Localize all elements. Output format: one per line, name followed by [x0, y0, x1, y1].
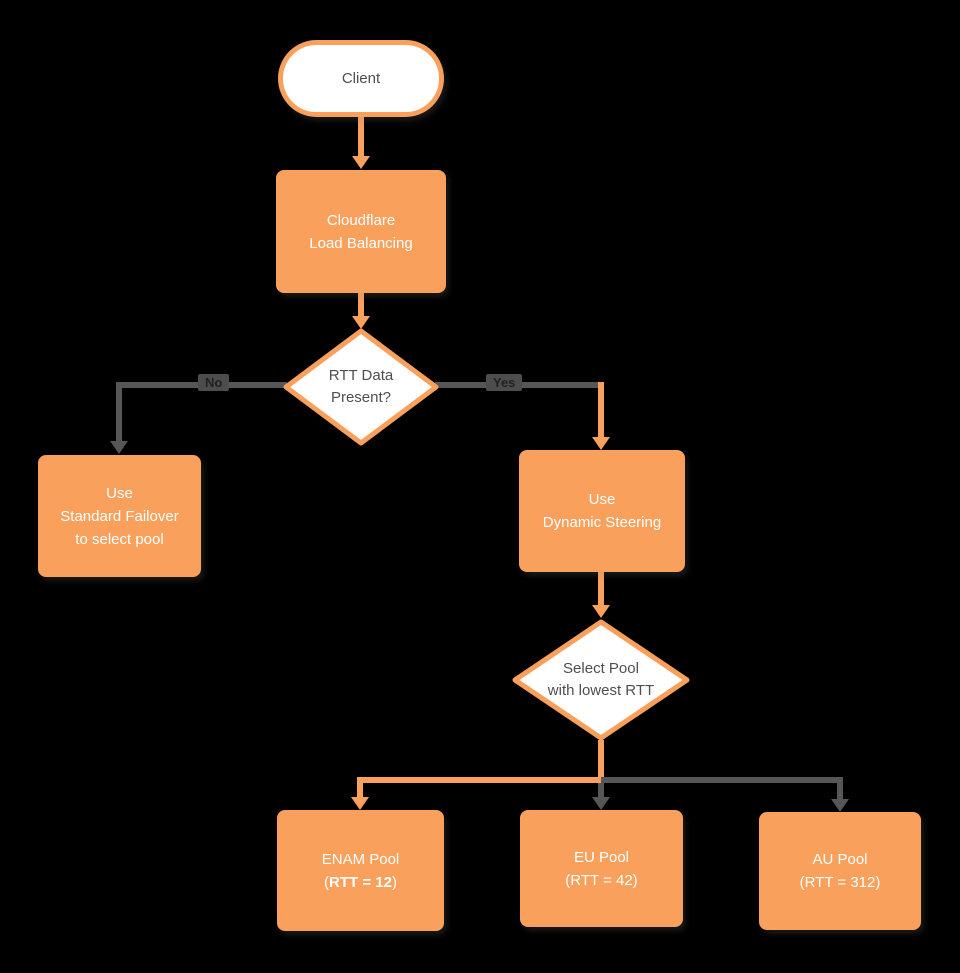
- node-load-balancing: Cloudflare Load Balancing: [276, 170, 446, 293]
- connector-dynamicsteering-to-selectpool: [598, 572, 604, 607]
- node-standard-failover-line1: Use: [106, 484, 133, 502]
- connector-client-to-loadbalancing: [358, 116, 364, 158]
- connector-to-enam: [357, 777, 363, 799]
- connector-to-eu: [598, 783, 604, 799]
- node-dynamic-steering-line2: Dynamic Steering: [542, 514, 662, 531]
- select-pool-diamond-shape: [512, 619, 690, 741]
- edge-label-yes: Yes: [486, 374, 523, 391]
- node-select-pool-text: Select Pool with lowest RTT: [512, 619, 690, 741]
- arrowhead-into-standard-failover: [110, 441, 128, 454]
- node-enam-pool: ENAM Pool (RTT = 12): [277, 810, 444, 931]
- node-select-pool-line1: Select Pool: [563, 660, 639, 677]
- connector-loadbalancing-to-rtt: [358, 293, 364, 318]
- connector-selectpool-down: [598, 740, 604, 783]
- node-au-pool-line2: (RTT = 312): [799, 874, 881, 891]
- connector-no-vertical: [116, 382, 122, 442]
- node-select-pool-line2: with lowest RTT: [547, 682, 655, 699]
- node-enam-pool-rtt-close: ): [391, 873, 397, 891]
- connector-split-left: [357, 777, 604, 783]
- node-load-balancing-line1: Cloudflare: [326, 211, 396, 229]
- node-enam-pool-rtt-open: (: [324, 873, 330, 891]
- node-rtt-decision-text: RTT Data Present?: [283, 328, 439, 446]
- node-au-pool: AU Pool (RTT = 312): [759, 812, 921, 930]
- connector-to-au: [837, 777, 843, 800]
- node-load-balancing-line2: Load Balancing: [309, 234, 413, 252]
- node-standard-failover-line3: to select pool: [75, 530, 164, 548]
- node-dynamic-steering-line1: Use: [588, 491, 616, 508]
- node-rtt-decision-line2: Present?: [330, 389, 392, 406]
- node-enam-pool-line2: (RTT = 12): [324, 871, 397, 894]
- node-eu-pool-line2: (RTT = 42): [565, 871, 638, 889]
- rtt-decision-diamond-shape: [283, 328, 439, 446]
- node-standard-failover: Use Standard Failover to select pool: [38, 455, 201, 577]
- arrowhead-into-dynamic-steering: [592, 437, 610, 450]
- node-select-pool: Select Pool with lowest RTT: [512, 619, 690, 741]
- node-dynamic-steering: Use Dynamic Steering: [519, 450, 685, 572]
- node-client-label: Client: [341, 70, 381, 87]
- edge-label-no: No: [198, 374, 230, 391]
- arrowhead-into-loadbalancing: [352, 156, 370, 169]
- connector-split-right: [601, 777, 843, 783]
- node-eu-pool-line1: EU Pool: [573, 848, 630, 866]
- node-rtt-decision: RTT Data Present?: [283, 328, 439, 446]
- node-rtt-decision-line1: RTT Data: [328, 367, 394, 384]
- arrowhead-into-enam-pool: [351, 797, 369, 810]
- node-eu-pool: EU Pool (RTT = 42): [520, 810, 683, 927]
- node-client: Client: [278, 40, 444, 117]
- node-enam-pool-line1: ENAM Pool: [321, 850, 400, 868]
- connector-yes-vertical: [598, 382, 604, 438]
- node-au-pool-line1: AU Pool: [812, 851, 868, 868]
- arrowhead-into-au-pool: [831, 799, 849, 812]
- arrowhead-into-rtt-decision: [352, 316, 370, 329]
- node-enam-pool-rtt-value: RTT = 12: [329, 873, 392, 891]
- node-standard-failover-line2: Standard Failover: [60, 507, 179, 525]
- arrowhead-into-select-pool: [592, 605, 610, 618]
- arrowhead-into-eu-pool: [592, 797, 610, 810]
